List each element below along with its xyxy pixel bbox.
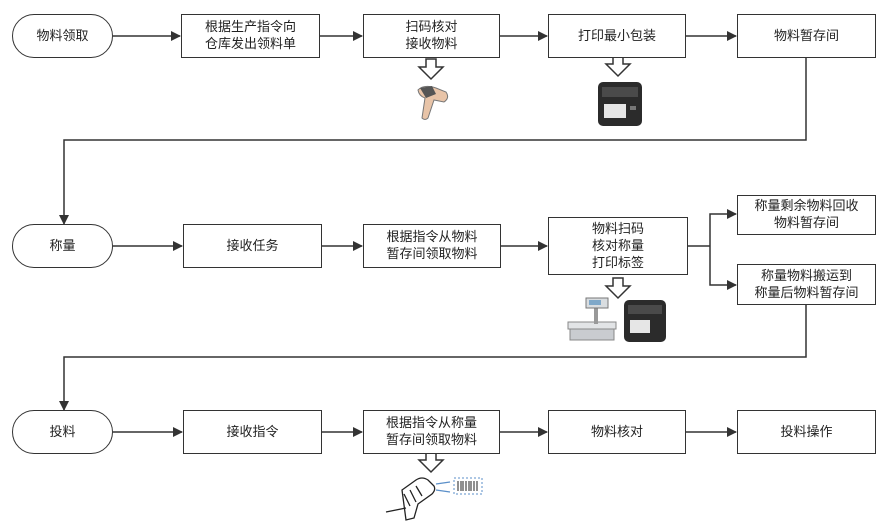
step-print-min-package: 打印最小包装 [548,14,686,58]
barcode-scanner-icon [417,85,449,120]
hollow-arrow-weigh [604,277,632,300]
step-scan-weigh-print: 物料扫码 核对称量 打印标签 [548,217,688,275]
label: 接收任务 [226,238,279,254]
connector-row1-row2 [59,58,807,225]
label: 扫码核对 接收物料 [405,20,458,52]
step-material-check: 物料核对 [548,410,686,454]
label: 称量物料搬运到 称量后物料暂存间 [754,268,859,301]
step-material-staging-room: 物料暂存间 [737,14,876,58]
label: 打印最小包装 [577,28,656,44]
label: 投料 [49,424,76,440]
hollow-arrow-scan [417,58,445,81]
label: 称量剩余物料回收 物料暂存间 [754,199,859,231]
step-collect-from-staging: 根据指令从物料 暂存间领取物料 [363,224,501,268]
label: 投料操作 [780,424,833,440]
step-receive-task: 接收任务 [183,224,322,268]
label: 根据指令从物料 暂存间领取物料 [386,230,478,262]
barcode-label-icon [453,477,483,495]
start-material-pickup: 物料领取 [12,14,113,58]
label: 根据生产指令向 仓库发出领料单 [204,20,296,52]
hollow-arrow-scan2 [417,451,445,474]
label: 物料扫码 核对称量 打印标签 [591,221,644,271]
start-weighing: 称量 [12,224,113,268]
label: 物料核对 [590,424,643,440]
label-printer-icon [598,82,642,126]
arrow-branch-bottom [709,246,737,290]
step-scan-verify-receive: 扫码核对 接收物料 [363,14,500,58]
label-printer-icon [624,300,666,342]
step-send-requisition: 根据生产指令向 仓库发出领料单 [181,14,320,58]
barcode-scanner-icon [385,477,451,521]
label: 称量 [49,238,76,254]
label: 物料领取 [36,28,89,44]
start-feeding: 投料 [12,410,113,454]
hollow-arrow-print [604,55,632,78]
label: 根据指令从称量 暂存间领取物料 [385,416,477,448]
weighing-scale-icon [567,297,617,341]
step-feeding-operation: 投料操作 [737,410,876,454]
arrow-branch-top [709,209,737,246]
branch-move-weighed-material: 称量物料搬运到 称量后物料暂存间 [737,264,876,305]
step-collect-from-weighing-staging: 根据指令从称量 暂存间领取物料 [363,410,500,454]
label: 物料暂存间 [773,28,839,44]
branch-return-remaining: 称量剩余物料回收 物料暂存间 [737,195,876,235]
label: 接收指令 [226,424,279,440]
step-receive-instruction: 接收指令 [183,410,322,454]
connector-row2-row3 [59,305,807,411]
